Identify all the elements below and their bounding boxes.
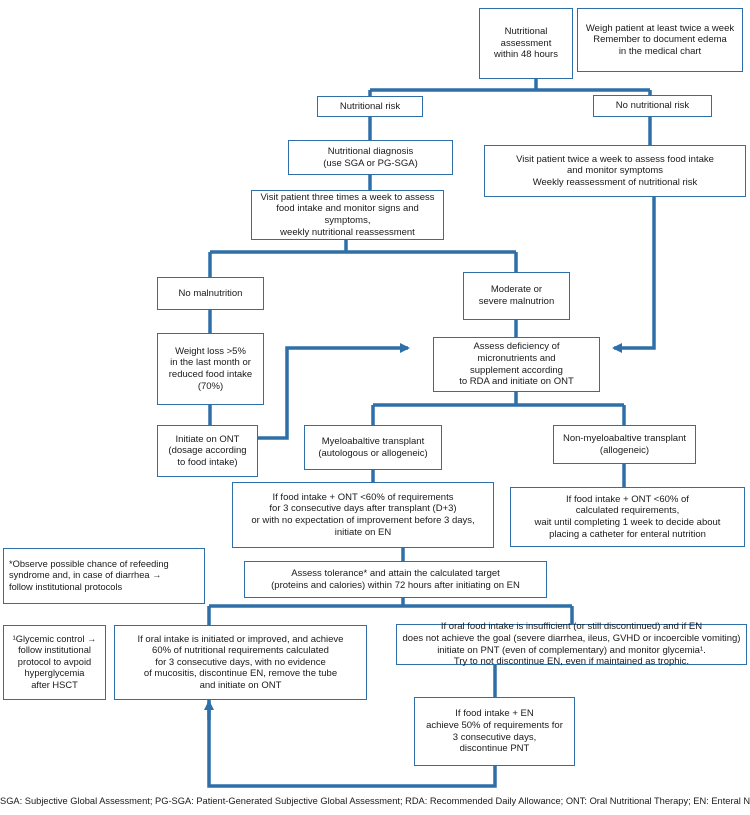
node-moderate-severe-malnutrition: Moderate or severe malnutrion	[463, 272, 570, 320]
node-myeloablative-transplant: Myeloabaltive transplant (autologous or …	[304, 425, 442, 470]
node-assess-tolerance: Assess tolerance* and attain the calcula…	[244, 561, 547, 598]
connector-assess-branch	[371, 392, 626, 425]
node-no-malnutrition: No malnutrition	[157, 277, 264, 310]
note-refeeding-syndrome: *Observe possible chance of refeeding sy…	[3, 548, 205, 604]
node-oral-intake-insufficient: If oral food intake is insufficient (or …	[396, 621, 747, 667]
node-nutritional-risk: Nutritional risk	[317, 96, 423, 117]
node-nutritional-assessment: Nutritional assessment within 48 hours	[479, 8, 573, 79]
node-nutritional-diagnosis: Nutritional diagnosis (use SGA or PG-SGA…	[288, 140, 453, 175]
connector-visit-branch	[208, 240, 518, 277]
connector-tolerance-branch	[207, 598, 574, 625]
node-weight-loss-criteria: Weight loss >5% in the last month or red…	[157, 333, 264, 405]
node-visit-three-times-weekly: Visit patient three times a week to asse…	[251, 190, 444, 240]
node-assess-micronutrient-deficiency: Assess deficiency of micronutrients and …	[433, 337, 600, 392]
connector-assessment-branch	[368, 79, 652, 96]
node-non-myeloablative-criteria: If food intake + ONT <60% of calculated …	[510, 487, 745, 547]
node-non-myeloablative-transplant: Non-myeloabaltive transplant (allogeneic…	[553, 425, 696, 464]
note-glycemic-control: ¹Glycemic control → follow institutional…	[3, 625, 106, 700]
node-ont-below-60-criteria: If food intake + ONT <60% of requirement…	[232, 482, 494, 548]
node-initiate-ont: Initiate on ONT (dosage according to foo…	[157, 425, 258, 477]
arrow-ont-to-assess	[258, 343, 410, 440]
node-no-nutritional-risk: No nutritional risk	[593, 95, 712, 117]
node-oral-intake-improved: If oral intake is initiated or improved,…	[114, 625, 367, 700]
abbreviations-footnote: SGA: Subjective Global Assessment; PG-SG…	[0, 796, 750, 806]
node-weigh-patient-note: Weigh patient at least twice a week Reme…	[577, 8, 743, 72]
arrow-norisk-to-assess	[612, 197, 656, 353]
node-food-intake-en-50: If food intake + EN achieve 50% of requi…	[414, 697, 575, 766]
node-visit-twice-weekly: Visit patient twice a week to assess foo…	[484, 145, 746, 197]
connector-loop-back	[207, 700, 497, 788]
